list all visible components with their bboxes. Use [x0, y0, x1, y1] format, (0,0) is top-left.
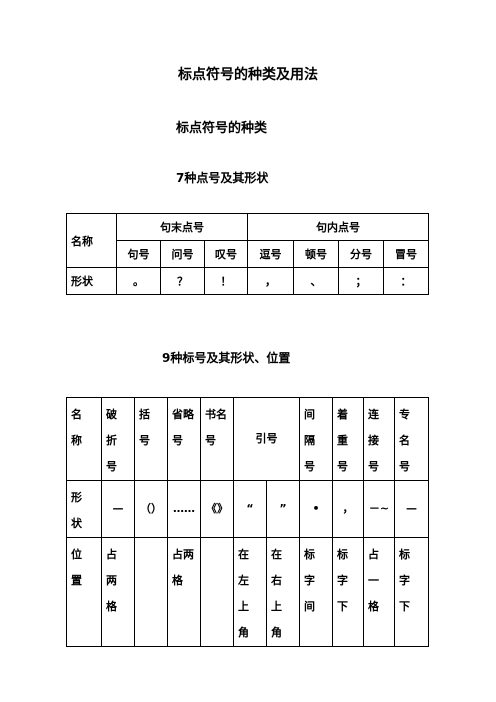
table-row: 名 称 破 折 号 括 号 省略 号 书名 号 引号 间 隔 号 着 重 号 连… [66, 397, 429, 481]
mark-shape: 。 [116, 267, 161, 295]
mark-name: 叹号 [204, 240, 248, 268]
mark-name: 问号 [160, 240, 205, 268]
position-header: 位 置 [66, 537, 102, 647]
document-title: 标点符号的种类及用法 [178, 67, 318, 83]
mark-name: 引号 [233, 397, 300, 481]
mark-shape: ” [266, 480, 300, 538]
mark-shape: “ [233, 480, 267, 538]
mark-position [134, 537, 168, 647]
mark-position: 标 字 下 [394, 537, 429, 647]
mark-shape: ： [383, 267, 429, 295]
mark-position: 占 一 格 [363, 537, 395, 647]
mark-position [200, 537, 234, 647]
mark-shape: — [101, 480, 135, 538]
mark-position: 标 字 下 [332, 537, 364, 647]
name-header: 名称 [66, 213, 117, 268]
table-row: 形 状 — （） …… 《》 “ ” • ， －~ — [66, 480, 429, 538]
table2-caption: 9种标号及其形状、位置 [162, 351, 291, 365]
mark-name: 间 隔 号 [299, 397, 333, 481]
mark-name: 省略 号 [167, 397, 201, 481]
mark-name: 句号 [116, 240, 161, 268]
marks-table: 名 称 破 折 号 括 号 省略 号 书名 号 引号 间 隔 号 着 重 号 连… [66, 397, 429, 647]
mark-position: 占 两 格 [101, 537, 135, 647]
mark-shape: ？ [160, 267, 205, 295]
mark-shape: …… [167, 480, 201, 538]
table-row: 位 置 占 两 格 占两 格 在 左 上 角 在 右 上 角 标 字 间 标 字… [66, 537, 429, 647]
mark-shape: （） [134, 480, 168, 538]
mark-name: 书名 号 [200, 397, 234, 481]
mark-name: 破 折 号 [101, 397, 135, 481]
point-marks-table: 名称 句末点号 句内点号 句号 问号 叹号 逗号 顿号 分号 冒号 形状 。 ？… [66, 213, 429, 295]
table-row: 形状 。 ？ ！ ， 、 ； ： [66, 267, 429, 295]
mark-shape: ！ [204, 267, 248, 295]
mark-shape: ， [247, 267, 294, 295]
mark-position: 标 字 间 [299, 537, 333, 647]
mark-name: 冒号 [383, 240, 429, 268]
mark-shape: 、 [293, 267, 339, 295]
group-header-end: 句末点号 [116, 213, 248, 241]
mark-shape: ； [338, 267, 384, 295]
mark-name: 逗号 [247, 240, 294, 268]
group-header-inner: 句内点号 [247, 213, 429, 241]
mark-name: 专 名 号 [394, 397, 429, 481]
table-row: 句号 问号 叹号 逗号 顿号 分号 冒号 [67, 240, 429, 268]
mark-name: 着 重 号 [332, 397, 364, 481]
mark-position: 在 右 上 角 [266, 537, 300, 647]
name-header: 名 称 [66, 397, 102, 481]
table-row: 名称 句末点号 句内点号 [66, 213, 429, 268]
shape-header: 形状 [66, 267, 117, 295]
mark-shape: — [394, 480, 429, 538]
mark-name: 顿号 [293, 240, 339, 268]
mark-shape: －~ [363, 480, 395, 538]
mark-shape: • [299, 480, 333, 538]
mark-position: 占两 格 [167, 537, 201, 647]
mark-name: 连 接 号 [363, 397, 395, 481]
mark-shape: ， [332, 480, 364, 538]
mark-name: 分号 [338, 240, 384, 268]
mark-name: 括 号 [134, 397, 168, 481]
mark-position: 在 左 上 角 [233, 537, 267, 647]
table1-caption: 7种点号及其形状 [176, 171, 269, 185]
shape-header: 形 状 [66, 480, 102, 538]
mark-shape: 《》 [200, 480, 234, 538]
section-title: 标点符号的种类 [176, 121, 268, 136]
